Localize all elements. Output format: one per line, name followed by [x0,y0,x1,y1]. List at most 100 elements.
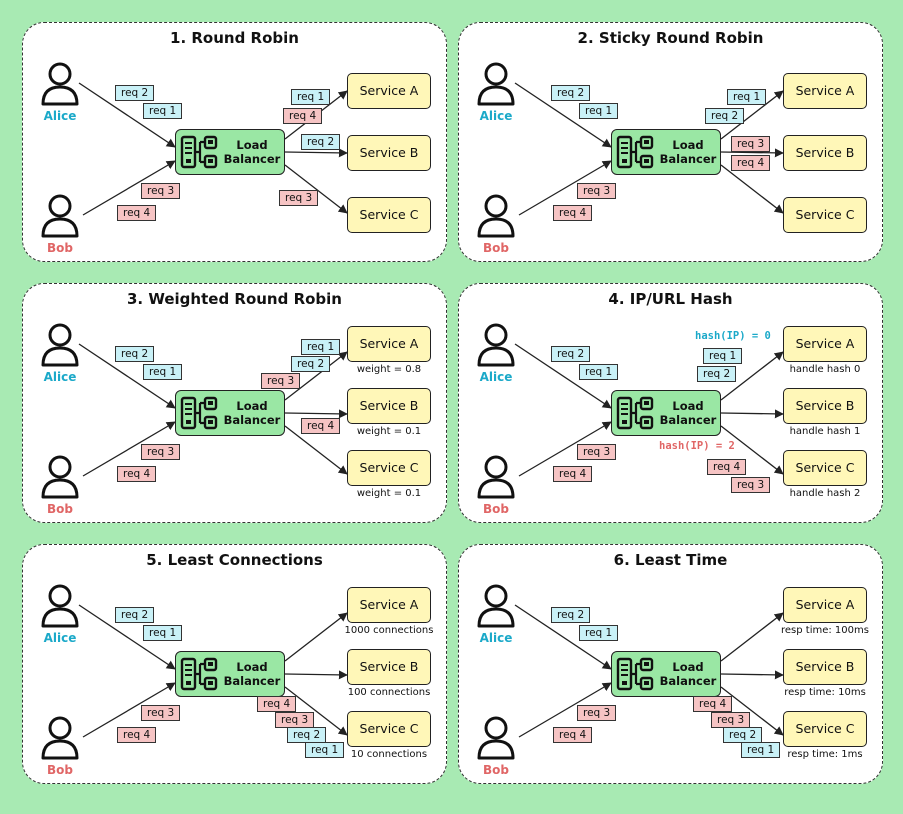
user-icon [41,323,79,367]
user-icon [41,194,79,238]
panel-title: 5. Least Connections [146,551,323,569]
service-box: Service A [783,326,867,362]
arrow [720,409,784,419]
load-balancer: Load Balancer [611,129,721,175]
request-tag: req 2 [551,85,591,101]
user-icon [477,584,515,628]
user-icon [41,716,79,760]
load-balancer: Load Balancer [175,390,285,436]
request-tag: req 1 [143,364,183,380]
service-note: weight = 0.1 [356,488,422,499]
request-tag: req 2 [551,346,591,362]
bob-label: Bob [47,763,73,777]
request-tag: req 2 [291,356,331,372]
algorithm-panel: 6. Least Time Alice Bob Load Balancer Se… [458,544,883,784]
arrow [284,351,348,401]
request-tag: req 4 [117,466,157,482]
arrow [720,425,784,475]
bob-label: Bob [47,502,73,516]
arrow [284,409,348,419]
connection-arrows [514,604,784,738]
request-tag: req 4 [283,108,323,124]
user-icon [477,62,515,106]
user-icon [477,194,515,238]
alice-avatar [39,61,81,107]
service-note: resp time: 10ms [784,687,866,698]
request-tag: req 1 [301,339,341,355]
bob-avatar [475,193,517,239]
bob-avatar [39,193,81,239]
load-balancer-label-line: Load [236,138,268,152]
request-tag: req 1 [305,742,345,758]
service-box: Service C [783,450,867,486]
alice-label: Alice [479,370,513,384]
service-note: resp time: 100ms [781,625,869,636]
request-tag: req 4 [301,418,341,434]
request-tag: req 2 [287,727,327,743]
load-balancer-label: Load Balancer [220,660,284,688]
request-tag: req 1 [703,348,743,364]
load-balancer-label-line: Balancer [659,413,717,427]
load-balancer-label-line: Balancer [659,674,717,688]
hash-label: hash(IP) = 2 [659,440,735,452]
request-tag: req 1 [143,103,183,119]
algorithm-panel: 4. IP/URL Hash Alice Bob Load Balancer S… [458,283,883,523]
load-balancer-label-line: Load [236,399,268,413]
user-icon [41,584,79,628]
request-tag: req 1 [579,625,619,641]
load-balancer-label: Load Balancer [656,138,720,166]
service-box: Service B [347,388,431,424]
arrow [284,425,348,475]
request-tag: req 4 [117,205,157,221]
request-tag: req 1 [291,89,331,105]
arrow [82,682,176,738]
load-balancer-label-line: Load [672,660,704,674]
service-note: 100 connections [347,687,431,698]
request-tag: req 3 [275,712,315,728]
arrow [514,82,612,148]
server-icon [616,657,654,691]
service-box: Service A [783,73,867,109]
service-box: Service C [347,197,431,233]
request-tag: req 2 [115,85,155,101]
request-tag: req 3 [279,190,319,206]
algorithm-panel: 3. Weighted Round Robin Alice Bob Load B… [22,283,447,523]
alice-avatar [475,322,517,368]
request-tag: req 4 [553,205,593,221]
load-balancer-label-line: Balancer [659,152,717,166]
service-box: Service B [783,388,867,424]
service-box: Service B [783,649,867,685]
service-box: Service C [347,450,431,486]
service-box: Service C [783,711,867,747]
service-box: Service B [347,649,431,685]
bob-label: Bob [483,502,509,516]
alice-label: Alice [43,370,77,384]
panel-title: 2. Sticky Round Robin [577,29,764,47]
user-icon [41,455,79,499]
load-balancer-label: Load Balancer [220,138,284,166]
panel-title: 6. Least Time [613,551,728,569]
request-tag: req 2 [115,607,155,623]
bob-avatar [39,715,81,761]
service-note: weight = 0.8 [356,364,422,375]
request-tag: req 3 [577,444,617,460]
arrow [720,351,784,401]
arrow [720,686,784,736]
load-balancer-label-line: Load [672,399,704,413]
connection-arrows [514,343,784,477]
service-box: Service A [347,73,431,109]
request-tag: req 4 [707,459,747,475]
panel-title: 4. IP/URL Hash [608,290,733,308]
service-note: handle hash 0 [789,364,861,375]
alice-label: Alice [479,109,513,123]
service-box: Service B [347,135,431,171]
request-tag: req 4 [553,727,593,743]
service-note: weight = 0.1 [356,426,422,437]
connection-arrows [78,343,348,477]
alice-label: Alice [479,631,513,645]
request-tag: req 2 [551,607,591,623]
user-icon [41,62,79,106]
arrow [284,148,348,158]
alice-avatar [475,583,517,629]
